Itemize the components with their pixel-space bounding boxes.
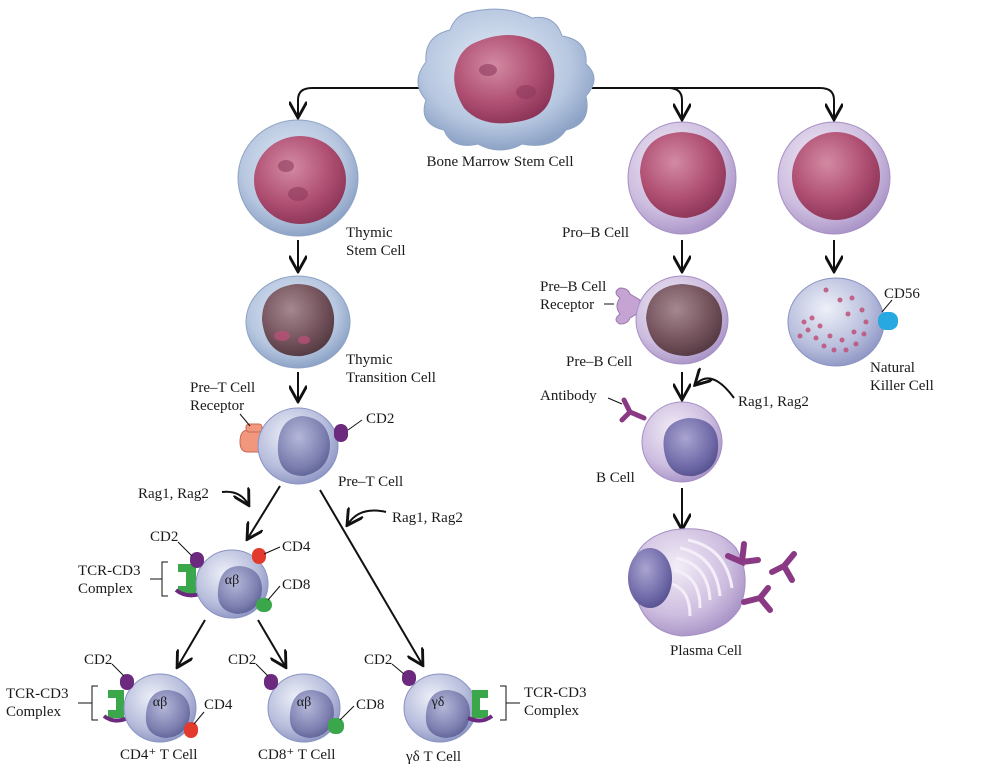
- cd8-label-ab: CD8: [282, 577, 310, 593]
- cd4-t-cell: αβ CD2 CD4 TCR-CD3 Complex CD4⁺ T Cell: [6, 652, 233, 763]
- bone-marrow-stem-cell-label: Bone Marrow Stem Cell: [426, 154, 573, 170]
- b-cell-label: B Cell: [596, 470, 635, 486]
- cd2-label-pre-t: CD2: [366, 411, 394, 427]
- antibody-membrane: [619, 397, 647, 423]
- cd2-label-cd4: CD2: [84, 652, 112, 668]
- natural-killer-cell: CD56 Natural Killer Cell: [787, 277, 934, 394]
- tcr-cd3-complex-cd4: [108, 690, 124, 718]
- alpha-beta-symbol: αβ: [225, 573, 239, 588]
- pro-b-cell: Pro–B Cell: [562, 121, 737, 241]
- pre-t-cell: CD2 Pre–T Cell Receptor Pre–T Cell: [190, 380, 403, 490]
- arrow-to-ab-t: [248, 485, 281, 538]
- cd4-label-cd4: CD4: [204, 697, 233, 713]
- tcr-label-gd-2: Complex: [524, 703, 579, 719]
- tcr-cd3-complex: [178, 564, 196, 594]
- bone-marrow-stem-cell: Bone Marrow Stem Cell: [417, 8, 595, 170]
- cd56-marker: [878, 312, 898, 330]
- pre-b-receptor-label-2: Receptor: [540, 297, 594, 313]
- nk-precursor-cell: [777, 121, 891, 235]
- cd4-label-ab: CD4: [282, 539, 311, 555]
- cd4-t-cell-label: CD4⁺ T Cell: [120, 747, 197, 763]
- thymic-stem-cell: Thymic Stem Cell: [237, 119, 406, 259]
- arrow-to-thymic-stem: [298, 87, 420, 116]
- cd4-marker-ab: [252, 548, 266, 564]
- rag-arrow-gd: [348, 511, 387, 525]
- gd-t-cell: γδ CD2 TCR-CD3 Complex γδ T Cell: [364, 652, 587, 765]
- arrow-to-pro-b: [592, 87, 682, 118]
- alpha-beta-symbol-cd4: αβ: [153, 695, 167, 710]
- nk-label-2: Killer Cell: [870, 378, 934, 394]
- tcr-label-ab-2: Complex: [78, 581, 133, 597]
- rag-arrow-ab: [221, 492, 248, 504]
- tcr-label-cd4-2: Complex: [6, 704, 61, 720]
- thymic-transition-label-1: Thymic: [346, 352, 393, 368]
- thymic-stem-label-1: Thymic: [346, 225, 393, 241]
- antibody-label: Antibody: [540, 388, 597, 404]
- bone-marrow-nucleus: [454, 35, 555, 124]
- secreted-antibodies: [725, 541, 797, 613]
- cd2-label-cd8: CD2: [228, 652, 256, 668]
- rag-label-gd: Rag1, Rag2: [392, 510, 463, 526]
- pre-b-receptor: [615, 287, 641, 325]
- pre-t-receptor-label-2: Receptor: [190, 398, 244, 414]
- plasma-cell-label: Plasma Cell: [670, 643, 742, 659]
- arrow-to-cd4-t: [178, 619, 206, 666]
- pre-t-receptor: [239, 429, 263, 453]
- pre-b-cell: Pre–B Cell Receptor Pre–B Cell: [540, 275, 729, 370]
- rag-label-b: Rag1, Rag2: [738, 394, 809, 410]
- cd8-t-cell: αβ CD2 CD8 CD8⁺ T Cell: [228, 652, 384, 763]
- pro-b-cell-label: Pro–B Cell: [562, 225, 629, 241]
- arrows: [178, 87, 834, 666]
- cd2-label-gd: CD2: [364, 652, 392, 668]
- cd2-marker-ab: [190, 552, 204, 568]
- thymic-stem-label-2: Stem Cell: [346, 243, 406, 259]
- nk-label-1: Natural: [870, 360, 915, 376]
- tcr-label-cd4-1: TCR-CD3: [6, 686, 69, 702]
- pre-t-receptor-label-1: Pre–T Cell: [190, 380, 255, 396]
- cd56-label: CD56: [884, 286, 920, 302]
- arrow-to-cd8-t: [257, 619, 285, 666]
- gamma-delta-symbol: γδ: [431, 695, 445, 710]
- cd2-label-ab: CD2: [150, 529, 178, 545]
- nk-granules: [797, 287, 869, 353]
- ab-t-cell: αβ CD2 CD4 CD8 TCR-CD3 Complex: [78, 529, 311, 619]
- pre-t-cell-label: Pre–T Cell: [338, 474, 403, 490]
- cd2-marker: [334, 424, 348, 442]
- b-cell: Antibody B Cell: [540, 388, 723, 486]
- rag-label-ab: Rag1, Rag2: [138, 486, 209, 502]
- tcr-label-gd-1: TCR-CD3: [524, 685, 587, 701]
- cd8-label-cd8: CD8: [356, 697, 384, 713]
- er-lines: [671, 538, 734, 617]
- pre-b-receptor-label-1: Pre–B Cell: [540, 279, 606, 295]
- alpha-beta-symbol-cd8: αβ: [297, 695, 311, 710]
- cd8-marker-ab: [256, 598, 272, 612]
- cd8-t-cell-label: CD8⁺ T Cell: [258, 747, 335, 763]
- pre-b-cell-label: Pre–B Cell: [566, 354, 632, 370]
- plasma-cell: Plasma Cell: [628, 528, 797, 659]
- rag-arrow-b: [696, 378, 735, 399]
- gd-t-cell-label: γδ T Cell: [405, 749, 461, 765]
- thymic-transition-label-2: Transition Cell: [346, 370, 436, 386]
- arrow-to-nk-precursor: [668, 87, 834, 118]
- arrow-to-gd-t: [319, 489, 422, 664]
- thymic-transition-cell: Thymic Transition Cell: [245, 275, 436, 386]
- tcr-label-ab-1: TCR-CD3: [78, 563, 141, 579]
- tcr-cd3-complex-gd: [472, 690, 488, 718]
